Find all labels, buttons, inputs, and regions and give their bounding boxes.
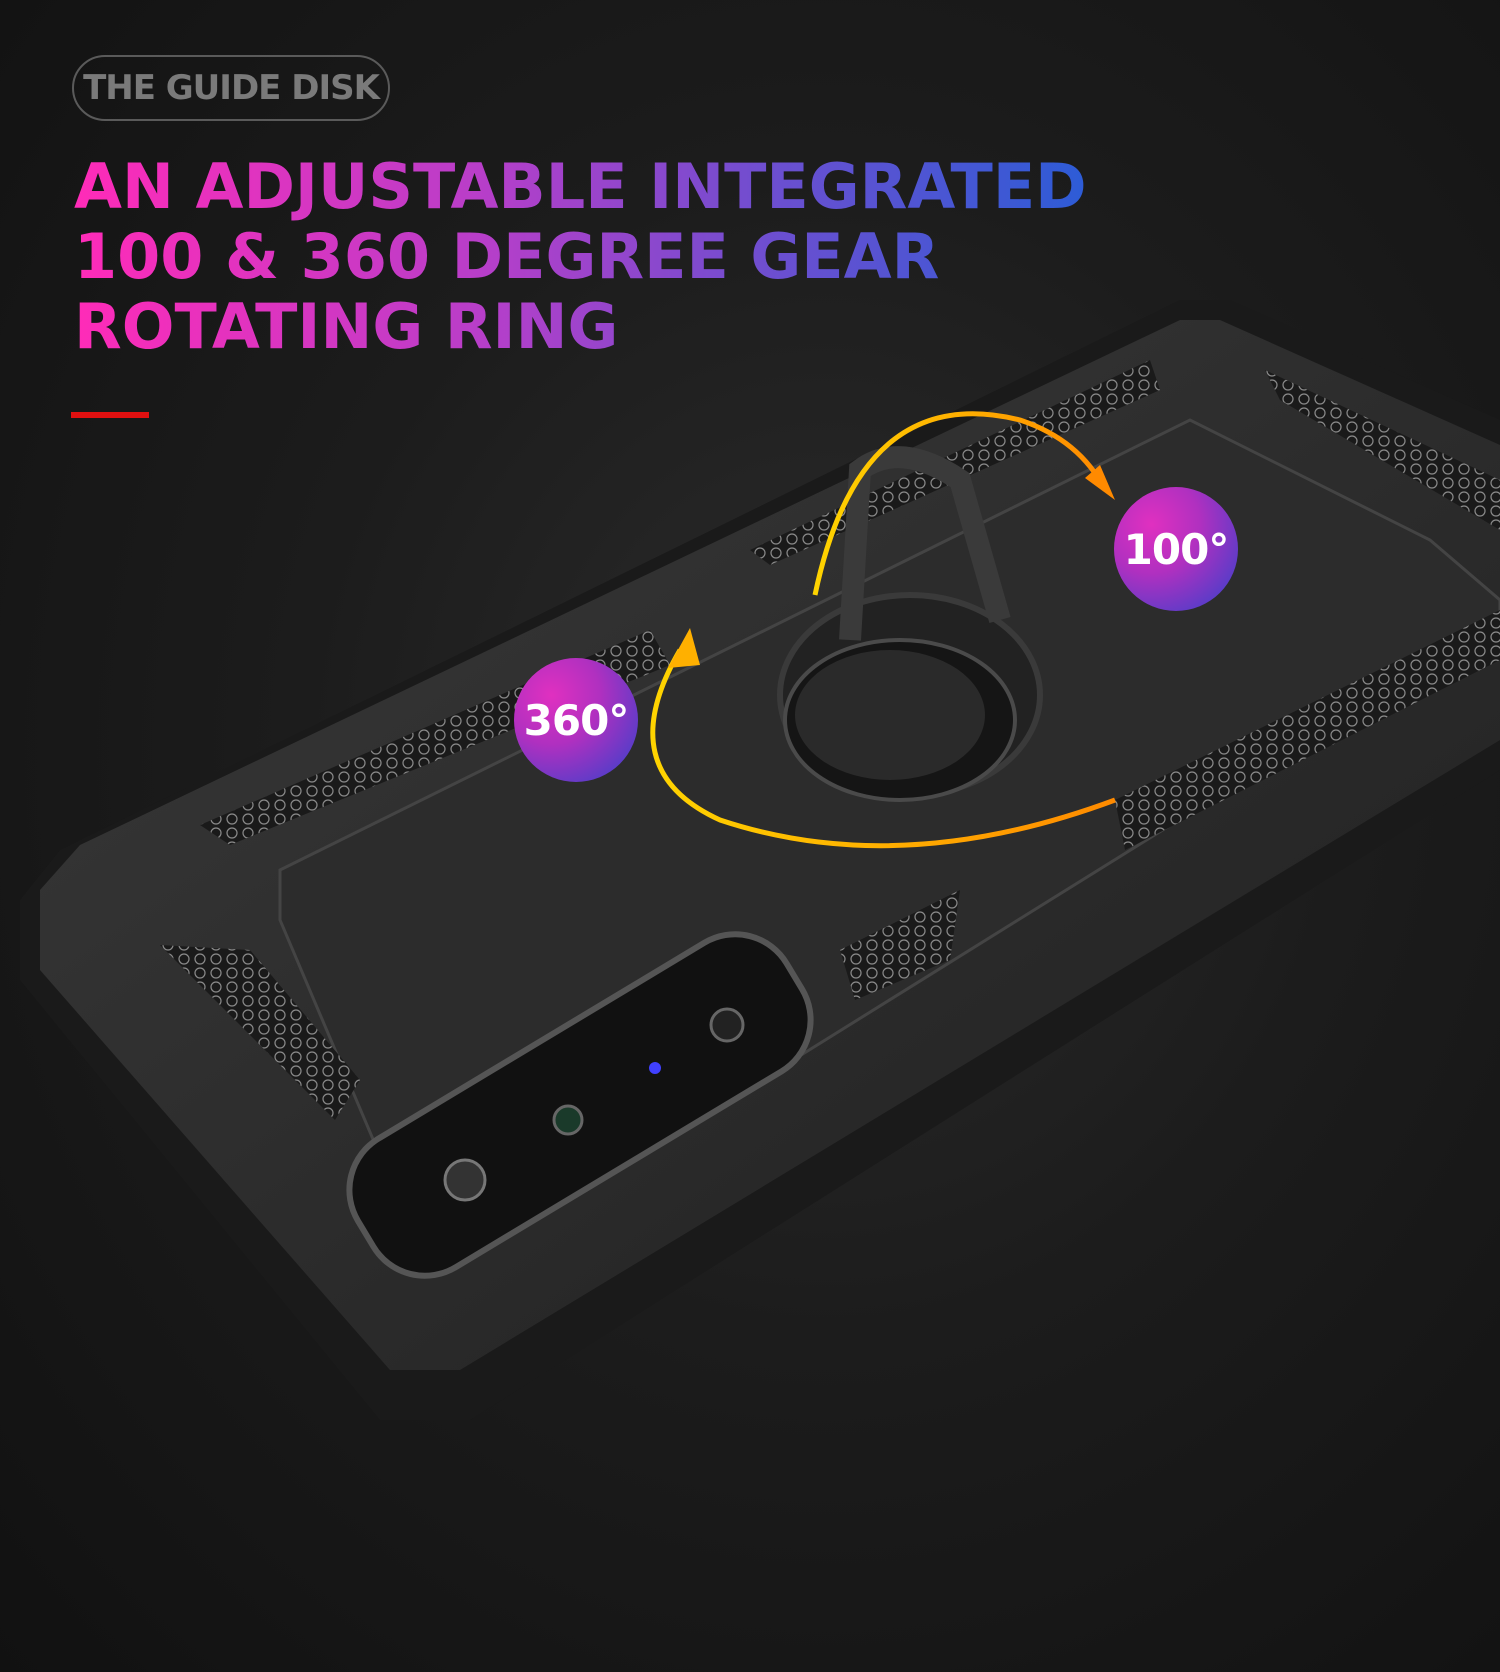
rotation-360-label: 360° xyxy=(523,695,630,745)
rotation-arrows xyxy=(650,411,1116,849)
rotation-100-label: 100° xyxy=(1123,524,1230,574)
rotation-360-badge: 360° xyxy=(514,658,638,782)
ring-holder xyxy=(777,446,1043,802)
rotation-100-badge: 100° xyxy=(1114,487,1238,611)
phone-case-body xyxy=(20,300,1500,1420)
accent-divider xyxy=(71,412,149,418)
arrow-head-icon xyxy=(1085,465,1115,500)
camera-module xyxy=(346,931,814,1279)
guide-disk-tag: THE GUIDE DISK xyxy=(72,55,390,121)
arrow-head-icon xyxy=(668,628,700,668)
guide-disk-label: THE GUIDE DISK xyxy=(83,68,380,108)
